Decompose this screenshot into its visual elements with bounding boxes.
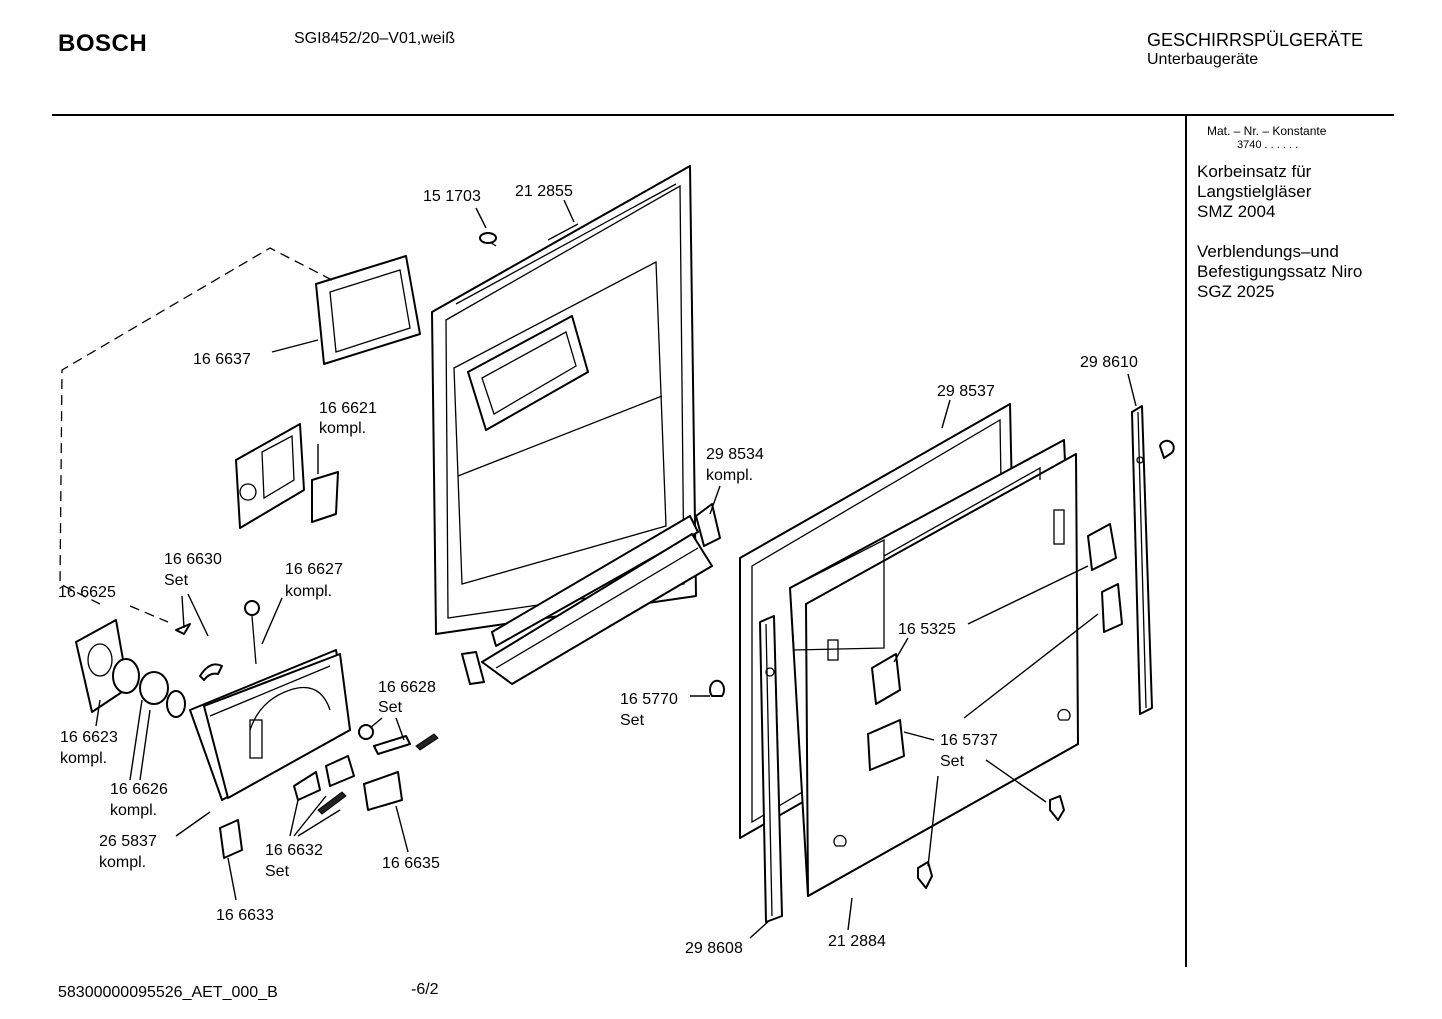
sidebar-divider xyxy=(1185,116,1187,967)
label-151703: 15 1703 xyxy=(423,188,481,205)
part-gasket-frame xyxy=(315,255,421,365)
label-166633: 16 6633 xyxy=(216,907,274,924)
label-166621-kompl: kompl. xyxy=(319,420,366,437)
accessory-1-line-2: Langstielgläser xyxy=(1197,182,1312,201)
label-165770-set: Set xyxy=(620,712,645,729)
label-298610: 29 8610 xyxy=(1080,354,1138,371)
subcategory-title: Unterbaugeräte xyxy=(1147,51,1259,68)
label-165737-set: Set xyxy=(940,753,965,770)
accessory-2-line-2: Befestigungssatz Niro xyxy=(1197,262,1363,281)
label-165737: 16 5737 xyxy=(940,732,998,749)
label-166628: 16 6628 xyxy=(378,679,436,696)
header-divider xyxy=(52,114,1394,116)
page-number: -6/2 xyxy=(411,981,439,998)
accessory-1-line-3: SMZ 2004 xyxy=(1197,202,1276,221)
constant-label: Mat. – Nr. – Konstante xyxy=(1207,124,1327,138)
document-id: 58300000095526_AET_000_B xyxy=(58,984,278,1001)
label-166627-kompl: kompl. xyxy=(285,583,332,600)
part-screw xyxy=(479,232,497,247)
label-298608: 29 8608 xyxy=(685,940,743,957)
label-166632: 16 6632 xyxy=(265,842,323,859)
label-166626-kompl: kompl. xyxy=(110,802,157,819)
label-212884: 21 2884 xyxy=(828,933,886,950)
label-166623-kompl: kompl. xyxy=(60,750,107,767)
part-bracket xyxy=(235,423,339,529)
label-166628-set: Set xyxy=(378,699,403,716)
accessory-2-line-1: Verblendungs–und xyxy=(1197,242,1339,261)
label-166632-set: Set xyxy=(265,863,290,880)
label-165770: 16 5770 xyxy=(620,691,678,708)
part-profile-strip xyxy=(481,515,713,685)
constant-value: 3740 . . . . . . xyxy=(1237,139,1299,151)
model-number: SGI8452/20–V01,weiß xyxy=(294,30,455,47)
part-small-components xyxy=(219,724,439,859)
label-165325: 16 5325 xyxy=(898,621,956,638)
label-265837-kompl: kompl. xyxy=(99,854,146,871)
label-166623: 16 6623 xyxy=(60,729,118,746)
part-clips xyxy=(709,523,1123,889)
label-212855: 21 2855 xyxy=(515,183,573,200)
label-166626: 16 6626 xyxy=(110,781,168,798)
part-back-panel xyxy=(789,439,1079,897)
accessory-1-line-1: Korbeinsatz für xyxy=(1197,162,1312,181)
label-166621: 16 6621 xyxy=(319,400,377,417)
label-298534: 29 8534 xyxy=(706,446,764,463)
label-166625: 16 6625 xyxy=(58,584,116,601)
category-title: GESCHIRRSPÜLGERÄTE xyxy=(1147,30,1364,50)
dashed-group-lines xyxy=(59,247,333,623)
label-265837: 26 5837 xyxy=(99,833,157,850)
part-hinge-clip xyxy=(461,503,721,685)
label-166637: 16 6637 xyxy=(193,351,251,368)
brand-logo: BOSCH xyxy=(58,30,148,57)
label-166635: 16 6635 xyxy=(382,855,440,872)
label-166630-set: Set xyxy=(164,572,189,589)
part-side-rail-left xyxy=(759,615,783,923)
part-side-rail-right xyxy=(1131,405,1175,715)
part-labels: 15 1703 21 2855 16 6637 16 6621 kompl. 2… xyxy=(58,183,1138,957)
label-166627: 16 6627 xyxy=(285,561,343,578)
accessory-2-line-3: SGZ 2025 xyxy=(1197,282,1275,301)
label-166630: 16 6630 xyxy=(164,551,222,568)
leader-lines xyxy=(95,199,1137,939)
inner-door-panel xyxy=(431,165,697,635)
label-298537: 29 8537 xyxy=(937,383,995,400)
label-298534-kompl: kompl. xyxy=(706,467,753,484)
part-control-module xyxy=(75,600,351,801)
